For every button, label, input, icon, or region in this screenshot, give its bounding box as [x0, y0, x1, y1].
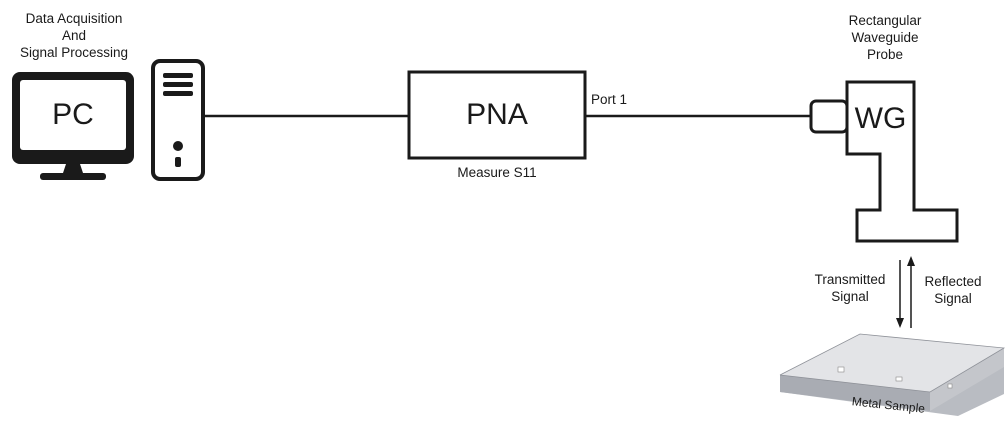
reflected-arrow [907, 256, 915, 328]
computer-tower-icon [151, 59, 205, 181]
probe-connector [809, 99, 849, 134]
pc-caption-line-2: And [61, 28, 87, 43]
probe-caption: Rectangular Waveguide Probe [820, 12, 950, 63]
metal-sample-plate: Metal Sample [779, 333, 1005, 416]
transmitted-label: Transmitted Signal [806, 271, 894, 305]
transmitted-arrow [896, 260, 904, 328]
port-label: Port 1 [591, 92, 628, 107]
reflected-label-line-1: Reflected [924, 274, 982, 289]
reflected-label: Reflected Signal [915, 273, 991, 307]
pc-caption: Data Acquisition And Signal Processing [4, 10, 144, 61]
probe-caption-line-1: Rectangular [848, 13, 922, 28]
transmitted-label-line-2: Signal [831, 289, 869, 304]
monitor-icon [12, 72, 134, 180]
pc-caption-line-3: Signal Processing [19, 45, 129, 60]
pc-caption-line-1: Data Acquisition [25, 11, 123, 26]
pna-label: PNA [466, 98, 528, 131]
pna-box [407, 70, 587, 160]
probe-caption-line-2: Waveguide [851, 30, 919, 45]
transmitted-label-line-1: Transmitted [814, 272, 886, 287]
probe-caption-line-3: Probe [866, 47, 904, 62]
pna-caption: Measure S11 [457, 165, 537, 180]
waveguide-probe-body [845, 80, 959, 243]
pc-label: PC [52, 98, 94, 131]
reflected-label-line-2: Signal [934, 291, 972, 306]
wg-label: WG [854, 102, 907, 135]
